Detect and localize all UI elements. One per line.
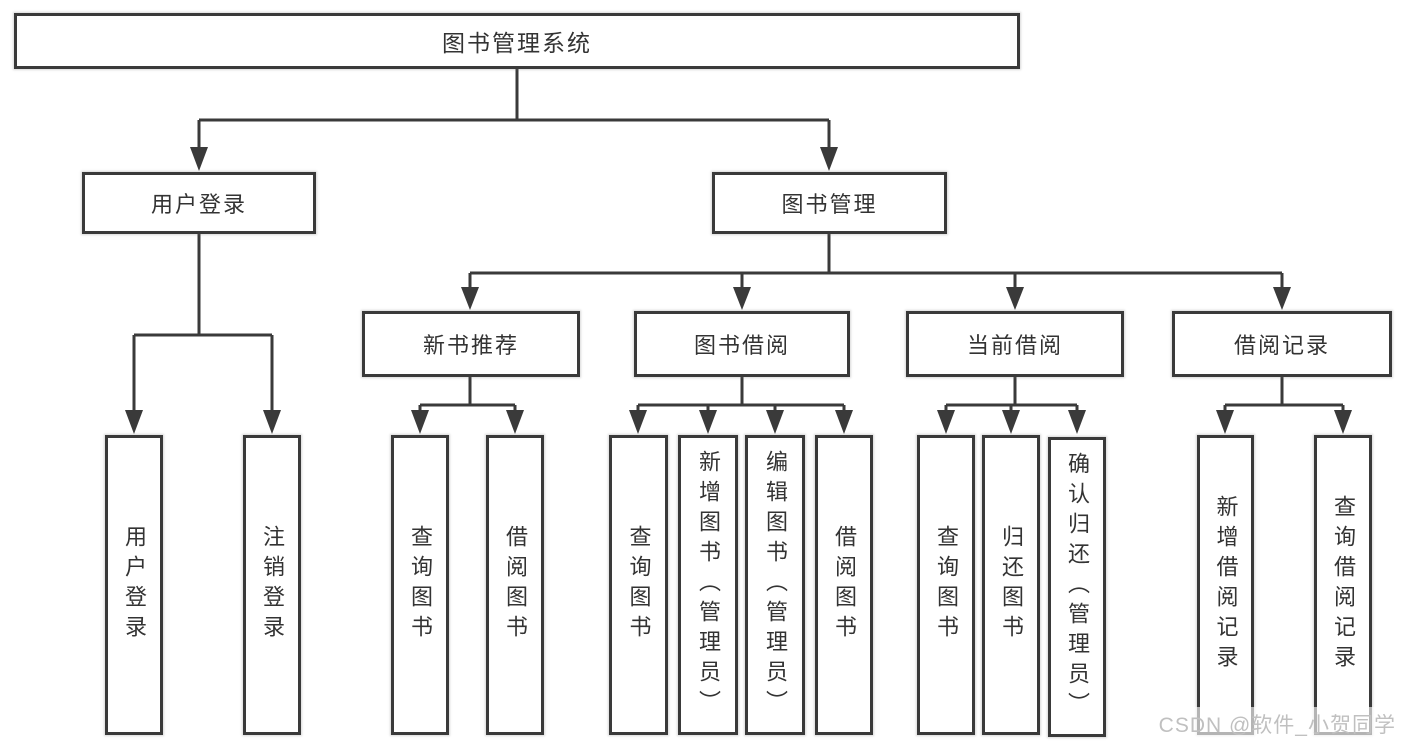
connector-root-to-level2 xyxy=(190,68,838,171)
leaf-logout: 注销登录 xyxy=(243,435,301,735)
leaf-query-books-borrow: 查询图书 xyxy=(609,435,668,735)
root-box-library-management-system: 图书管理系统 xyxy=(14,13,1020,69)
node-borrow-records: 借阅记录 xyxy=(1172,311,1392,377)
leaf-return-book: 归还图书 xyxy=(982,435,1040,735)
leaf-borrow-books-recommend: 借阅图书 xyxy=(486,435,544,735)
connector-borrow-records xyxy=(1216,377,1352,434)
csdn-watermark: CSDN @软件_小贺同学 xyxy=(1152,707,1402,743)
leaf-add-borrow-record: 新增借阅记录 xyxy=(1197,435,1254,735)
leaf-query-books-current: 查询图书 xyxy=(917,435,975,735)
branch-book-management: 图书管理 xyxy=(712,172,947,234)
connector-user-login-branch xyxy=(125,234,281,434)
leaf-query-books-recommend: 查询图书 xyxy=(391,435,449,735)
connector-new-book-recommend xyxy=(411,377,524,434)
node-new-book-recommend: 新书推荐 xyxy=(362,311,580,377)
leaf-confirm-return-admin: 确认归还（管理员） xyxy=(1048,437,1106,737)
branch-user-login: 用户登录 xyxy=(82,172,316,234)
leaf-edit-book-admin: 编辑图书（管理员） xyxy=(745,435,805,735)
connector-book-management-to-level3 xyxy=(461,234,1291,310)
leaf-borrow-books: 借阅图书 xyxy=(815,435,873,735)
connector-book-borrow xyxy=(629,377,853,434)
leaf-user-login: 用户登录 xyxy=(105,435,163,735)
leaf-add-book-admin: 新增图书（管理员） xyxy=(678,435,738,735)
leaf-query-borrow-record: 查询借阅记录 xyxy=(1314,435,1372,735)
node-current-borrow: 当前借阅 xyxy=(906,311,1124,377)
node-book-borrow: 图书借阅 xyxy=(634,311,850,377)
connector-current-borrow xyxy=(937,377,1086,434)
